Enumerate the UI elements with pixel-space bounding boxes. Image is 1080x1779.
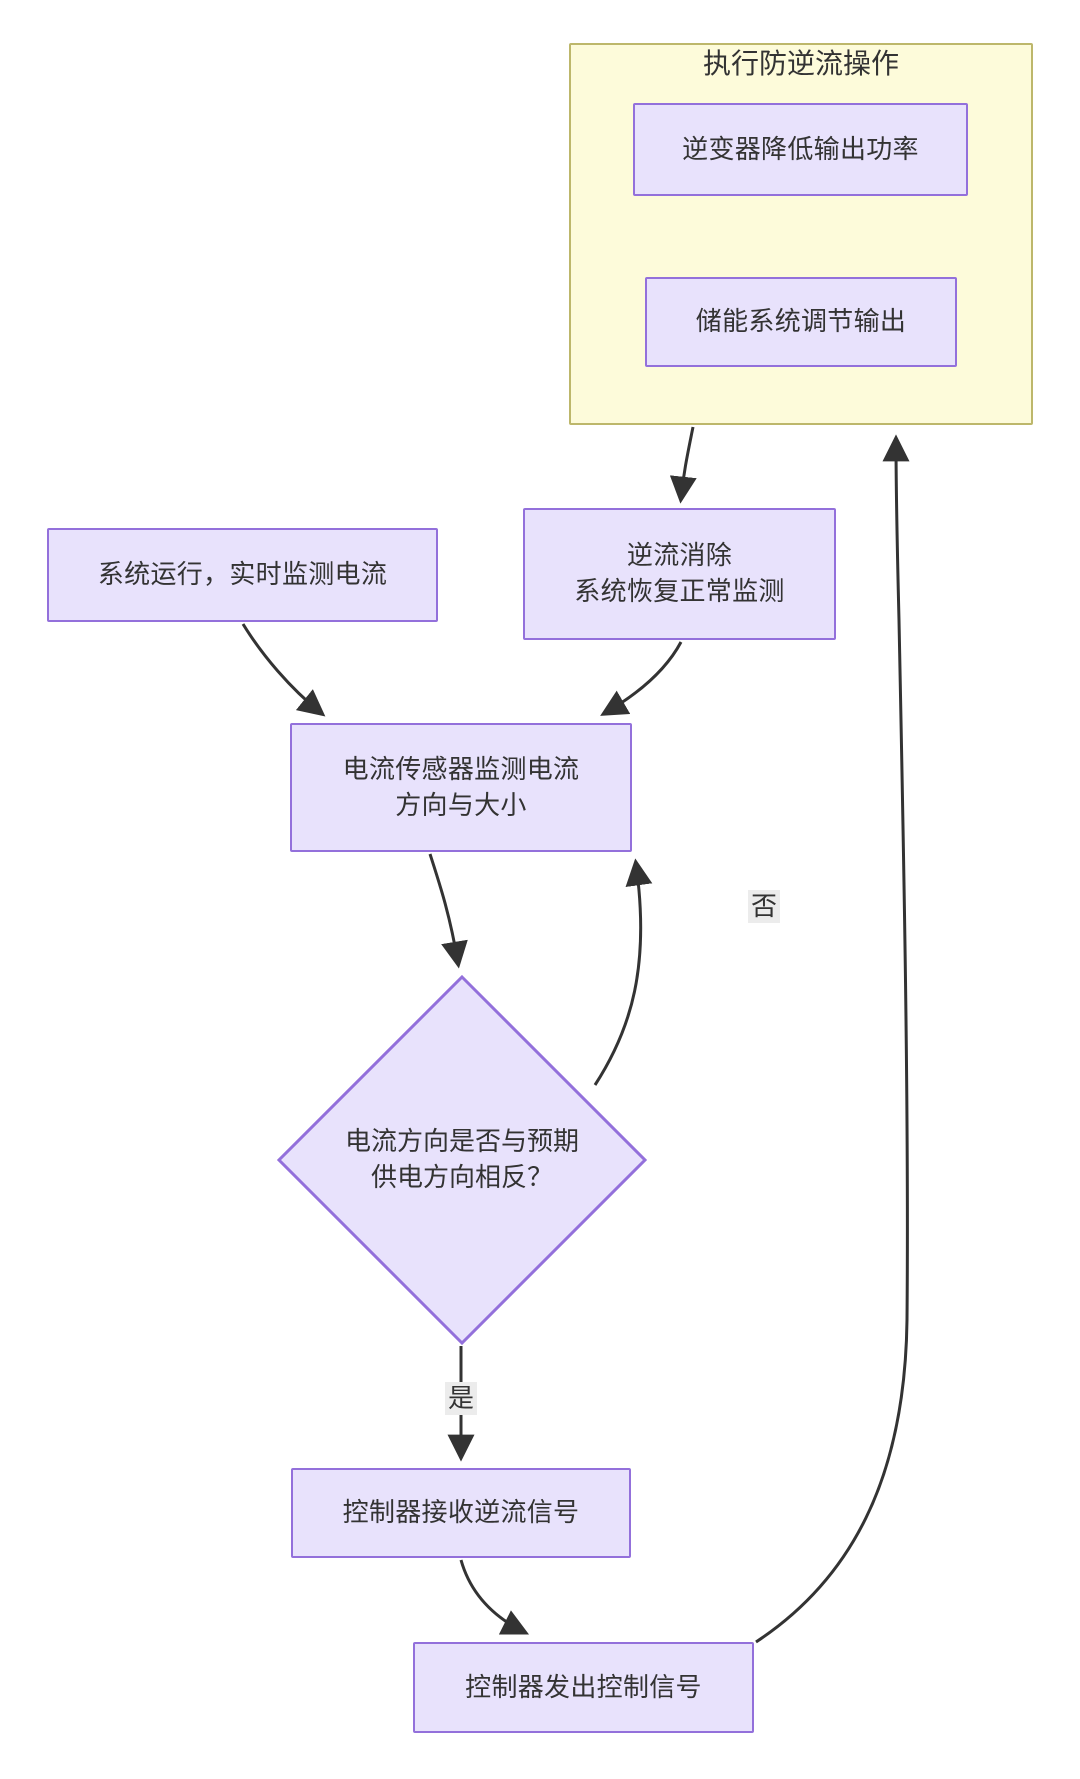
edge-reverse-cleared-to-sensor xyxy=(600,641,683,716)
node-line-1: 电流传感器监测电流 xyxy=(342,753,580,784)
node-line-1: 逆流消除 xyxy=(626,540,733,571)
node-controller-send-signal[interactable]: 控制器发出控制信号 xyxy=(413,1642,754,1733)
node-line-2: 方向与大小 xyxy=(395,789,527,820)
edge-cluster-to-reverse-cleared xyxy=(669,426,697,504)
cluster-title: 执行防逆流操作 xyxy=(702,48,899,79)
node-system-run-monitor[interactable]: 系统运行，实时监测电流 xyxy=(47,528,438,622)
decision-label: 电流方向是否与预期 供电方向相反？ xyxy=(277,975,647,1345)
diamond-shape xyxy=(277,975,647,1345)
edge-controller-receive-to-send xyxy=(459,1559,530,1635)
node-reverse-current-cleared[interactable]: 逆流消除 系统恢复正常监测 xyxy=(523,508,836,640)
node-inverter-reduce-power[interactable]: 逆变器降低输出功率 xyxy=(633,103,968,196)
cluster-anti-backflow[interactable] xyxy=(569,43,1033,425)
edge-label-yes: 是 xyxy=(445,1382,478,1416)
node-current-sensor-monitor[interactable]: 电流传感器监测电流 方向与大小 xyxy=(290,723,632,852)
node-line-2: 供电方向相反？ xyxy=(370,1162,553,1192)
edge-sensor-to-decision xyxy=(428,853,468,969)
node-controller-receive-signal[interactable]: 控制器接收逆流信号 xyxy=(291,1468,631,1558)
node-decision-current-direction[interactable]: 电流方向是否与预期 供电方向相反？ xyxy=(277,975,647,1345)
edge-label-no: 否 xyxy=(748,890,781,924)
node-line-1: 电流方向是否与预期 xyxy=(344,1126,579,1157)
node-line-2: 系统恢复正常监测 xyxy=(574,576,785,606)
edge-system-run-to-sensor xyxy=(241,623,326,717)
node-storage-adjust-output[interactable]: 储能系统调节输出 xyxy=(645,277,957,367)
